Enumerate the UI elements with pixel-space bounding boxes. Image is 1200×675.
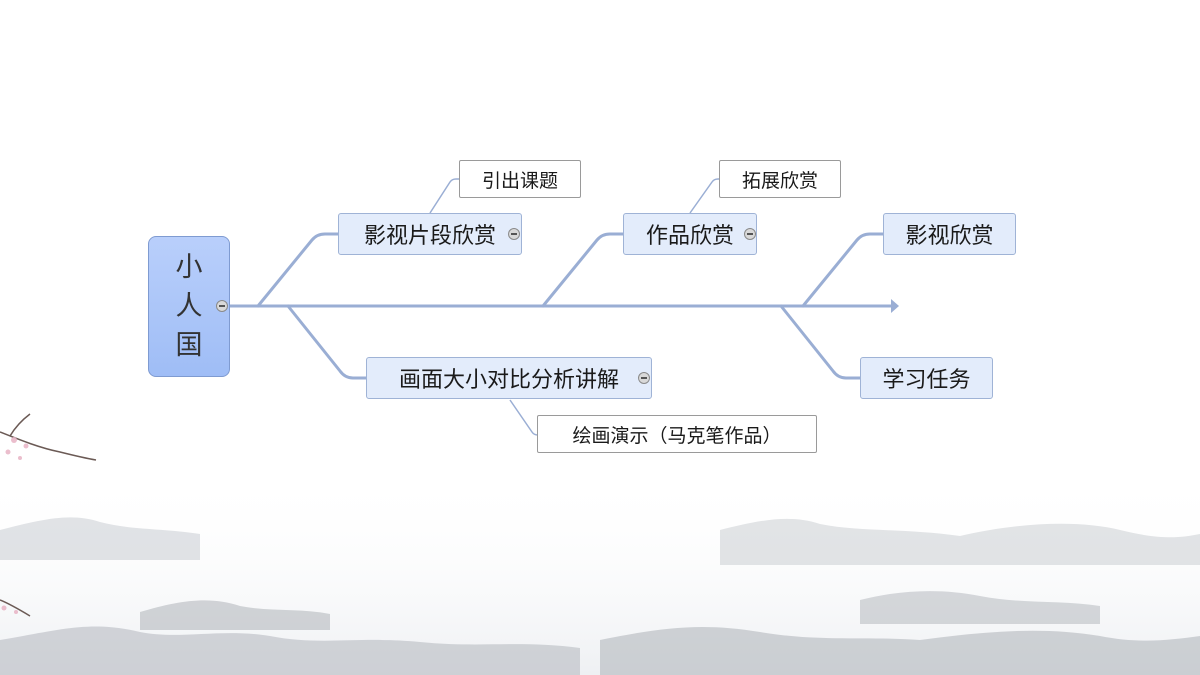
subtopic-demo-label: 绘画演示（马克笔作品） [572,424,782,447]
connector-works [541,232,626,308]
branch-film[interactable]: 影视欣赏 [883,213,1016,255]
root-char-3: 国 [175,330,203,361]
near-mountains-right [600,626,1200,675]
branch-task-label: 学习任务 [882,368,971,393]
spine-arrow-icon [891,299,899,313]
connector-analysis [286,304,369,380]
connector-demo [509,399,540,436]
branch-task[interactable]: 学习任务 [860,357,993,399]
near-mountains [0,626,580,675]
subtopic-intro[interactable]: 引出课题 [459,160,581,198]
subtopic-extended-label: 拓展欣赏 [741,169,818,192]
collapse-analysis-icon[interactable] [638,372,650,384]
branch-analysis[interactable]: 画面大小对比分析讲解 [366,357,652,399]
mid-ridge [140,600,330,630]
subtopic-intro-label: 引出课题 [481,169,558,192]
connector-film-clips [256,232,341,308]
far-mountains-right [720,518,1200,565]
connector-extended [689,178,720,214]
branch-film-label: 影视欣赏 [905,224,994,249]
collapse-works-icon[interactable] [744,228,756,240]
collapse-root-icon[interactable] [216,300,228,312]
branch-film-clips-label: 影视片段欣赏 [363,224,496,249]
branch-works[interactable]: 作品欣赏 [623,213,757,255]
connector-film [801,232,886,308]
branch-analysis-label: 画面大小对比分析讲解 [398,368,619,393]
collapse-film-clips-icon[interactable] [508,228,520,240]
far-mountains [0,517,200,560]
branch-works-label: 作品欣赏 [645,224,734,249]
connector-task [779,304,863,380]
mid-ridge-right [860,591,1100,624]
root-char-1: 小 [175,252,203,283]
plum-branch-icon [0,413,97,617]
connector-intro [429,178,460,214]
branch-film-clips[interactable]: 影视片段欣赏 [338,213,522,255]
subtopic-extended[interactable]: 拓展欣赏 [719,160,841,198]
root-char-2: 人 [175,291,203,322]
subtopic-demo[interactable]: 绘画演示（马克笔作品） [537,415,817,453]
